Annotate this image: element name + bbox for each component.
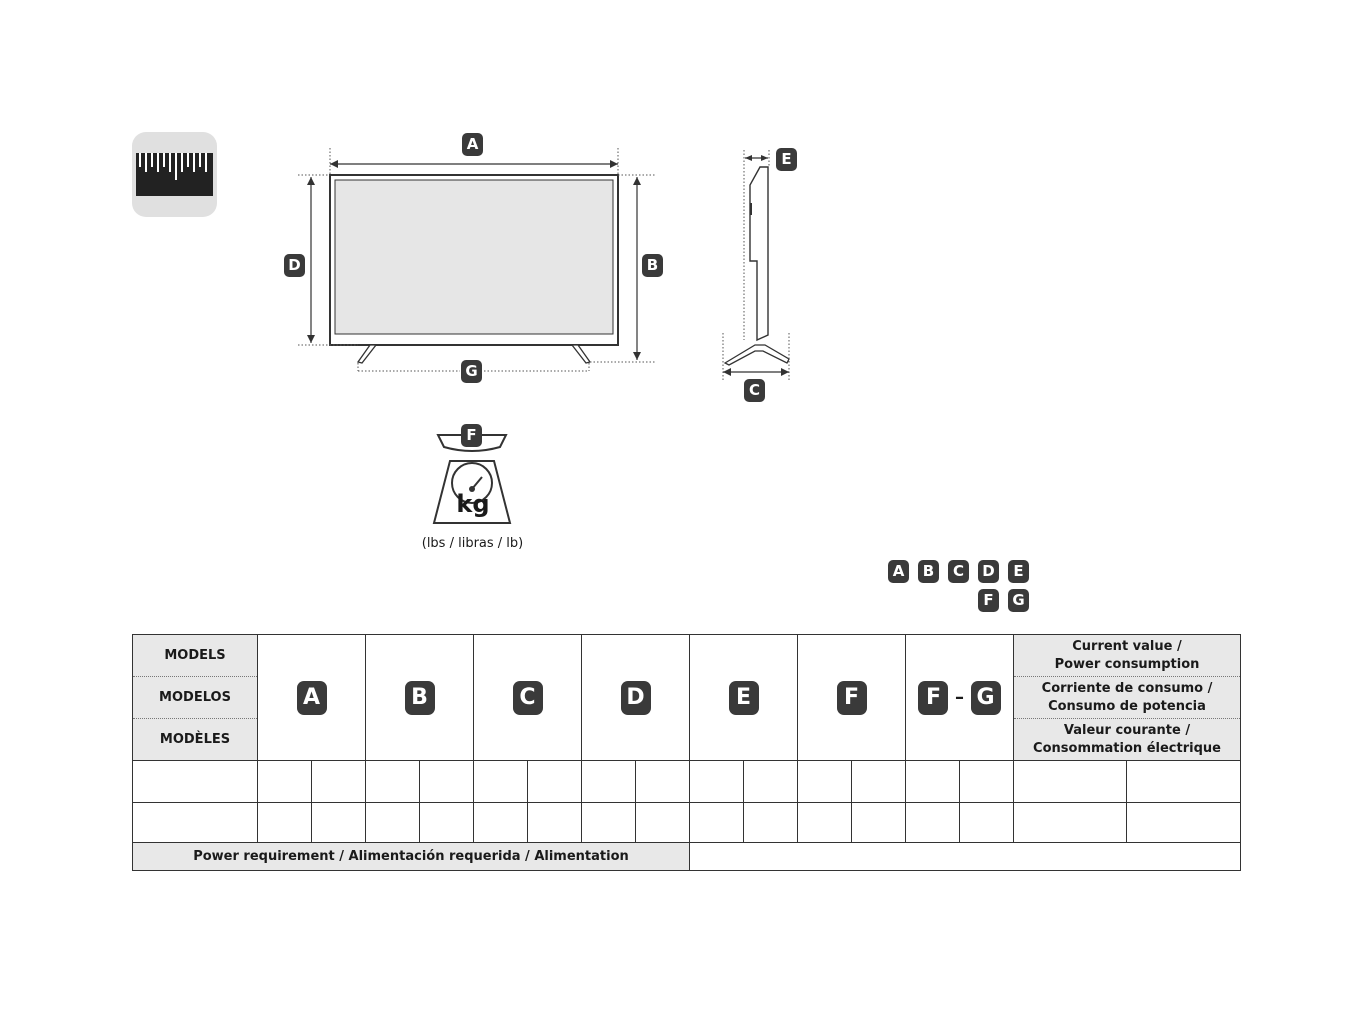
kg-text: kg [456,490,490,518]
legend-c: C [948,560,969,583]
current-value-es-line1: Corriente de consumo / [1041,680,1213,696]
legend-a: A [888,560,909,583]
current-value-fr-line1: Valeur courante / [1063,722,1191,738]
measurement-ruler-icon [132,132,217,217]
current-value-en-line1: Current value / [1072,638,1182,654]
weight-units-caption: (lbs / libras / lb) [421,536,524,551]
column-header-e: E [689,634,798,761]
column-badge-a: A [296,680,327,715]
table-cell [132,802,258,843]
label-c: C [744,379,765,402]
spec-table: MODELS MODELOS MODÈLES A B C D E F F – G… [132,634,1241,871]
label-a: A [462,133,483,156]
label-e: E [776,148,797,171]
models-label-en: MODELS [164,648,226,663]
current-value-es-line2: Consumo de potencia [1048,698,1206,714]
current-value-es: Corriente de consumo / Consumo de potenc… [1014,676,1240,718]
power-requirement-value [689,842,1241,871]
weight-scale-icon [432,434,512,524]
fg-dash: – [955,687,964,708]
current-value-fr-line2: Consommation électrique [1033,740,1221,756]
table-row [132,802,1241,843]
legend-e: E [1008,560,1029,583]
power-requirement-label: Power requirement / Alimentación requeri… [132,842,690,871]
table-row [132,760,1241,803]
label-g: G [461,360,482,383]
column-badge-c: C [512,680,543,715]
column-badge-fg-g: G [970,680,1001,715]
column-header-c: C [473,634,582,761]
column-header-fg: F – G [905,634,1014,761]
column-header-d: D [581,634,690,761]
tv-side-diagram [722,150,790,380]
column-badge-f: F [836,680,867,715]
models-label-es: MODELOS [133,676,257,718]
legend-d: D [978,560,999,583]
column-header-a: A [257,634,366,761]
column-badge-e: E [728,680,759,715]
current-value-header-cell: Current value / Power consumption Corrie… [1013,634,1241,761]
column-badge-b: B [404,680,435,715]
models-label-fr: MODÈLES [133,718,257,760]
label-d: D [284,254,305,277]
column-badge-d: D [620,680,651,715]
column-header-f: F [797,634,906,761]
column-badge-fg-f: F [918,680,949,715]
label-b: B [642,254,663,277]
current-value-fr: Valeur courante / Consommation électriqu… [1014,718,1240,760]
tv-front-diagram [298,148,655,372]
table-cell [132,760,258,803]
legend-b: B [918,560,939,583]
column-header-b: B [365,634,474,761]
current-value-en: Current value / Power consumption [1014,635,1240,676]
label-f: F [461,424,482,447]
current-value-en-line2: Power consumption [1054,656,1200,672]
models-header-cell: MODELS MODELOS MODÈLES [132,634,258,761]
legend-f: F [978,589,999,612]
legend-g: G [1008,589,1029,612]
